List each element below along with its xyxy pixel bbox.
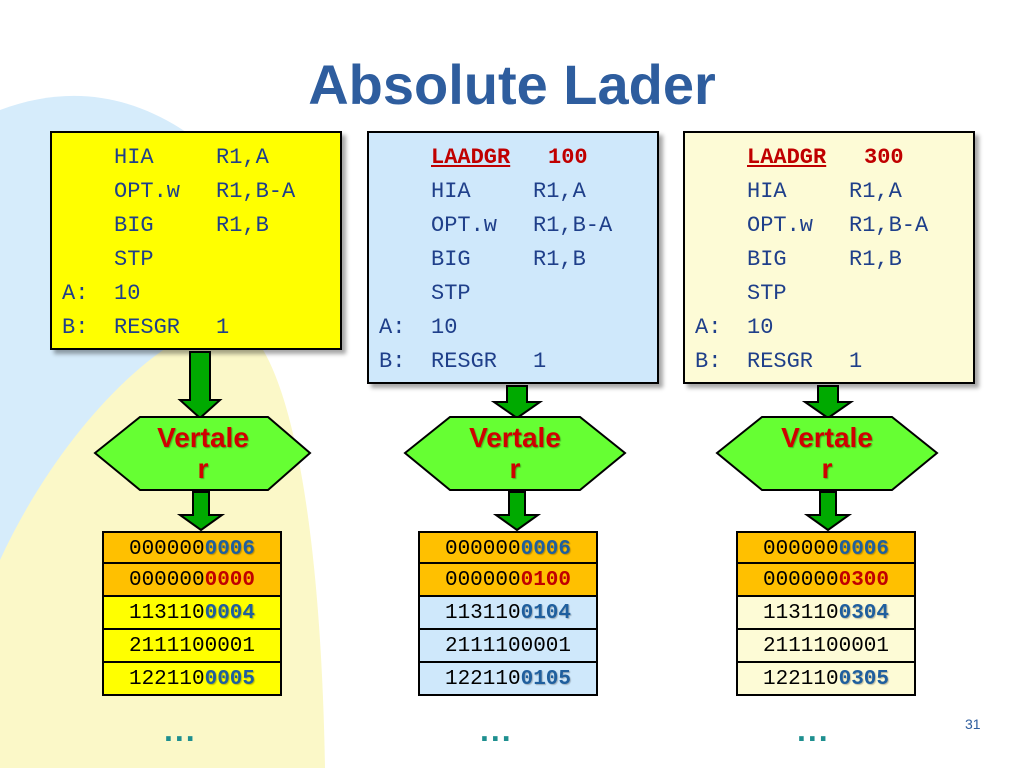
- page-number: 31: [965, 716, 981, 732]
- slide-title: Absolute Lader: [308, 53, 716, 116]
- ellipsis-3: ...: [797, 712, 830, 748]
- memory-cell: 2111100001: [418, 630, 598, 663]
- arrow-down-icon: [177, 351, 223, 420]
- translator-hexagon: [93, 416, 312, 491]
- arrow-down-icon: [176, 491, 226, 532]
- memory-cell: 1131100004: [102, 597, 282, 630]
- code-line: STP: [747, 281, 787, 306]
- memory-table-1: 0000000006 0000000000 1131100004 2111100…: [102, 531, 282, 696]
- memory-cell: 0000000006: [736, 531, 916, 564]
- memory-cell: 0000000006: [418, 531, 598, 564]
- ellipsis-2: ...: [480, 712, 513, 748]
- code-line: STP: [431, 281, 471, 306]
- arrow-down-icon: [803, 491, 853, 532]
- memory-table-2: 0000000006 0000000100 1131100104 2111100…: [418, 531, 598, 696]
- arrow-down-icon: [801, 385, 855, 420]
- memory-cell: 0000000000: [102, 564, 282, 597]
- memory-cell: 2111100001: [102, 630, 282, 663]
- memory-cell: 2111100001: [736, 630, 916, 663]
- arrow-down-icon: [492, 491, 542, 532]
- translator-hexagon: [403, 416, 627, 491]
- code-line: A:10: [695, 315, 774, 340]
- code-line: A:10: [62, 281, 141, 306]
- memory-cell: 1221100005: [102, 663, 282, 696]
- code-line: A:10: [379, 315, 458, 340]
- memory-cell: 0000000300: [736, 564, 916, 597]
- code-line: STP: [114, 247, 154, 272]
- arrow-down-icon: [490, 385, 544, 420]
- translator-hexagon: [715, 416, 939, 491]
- memory-cell: 0000000006: [102, 531, 282, 564]
- memory-table-3: 0000000006 0000000300 1131100304 2111100…: [736, 531, 916, 696]
- memory-cell: 1131100304: [736, 597, 916, 630]
- memory-cell: 1221100305: [736, 663, 916, 696]
- memory-cell: 1131100104: [418, 597, 598, 630]
- memory-cell: 0000000100: [418, 564, 598, 597]
- memory-cell: 1221100105: [418, 663, 598, 696]
- ellipsis-1: ...: [164, 712, 197, 748]
